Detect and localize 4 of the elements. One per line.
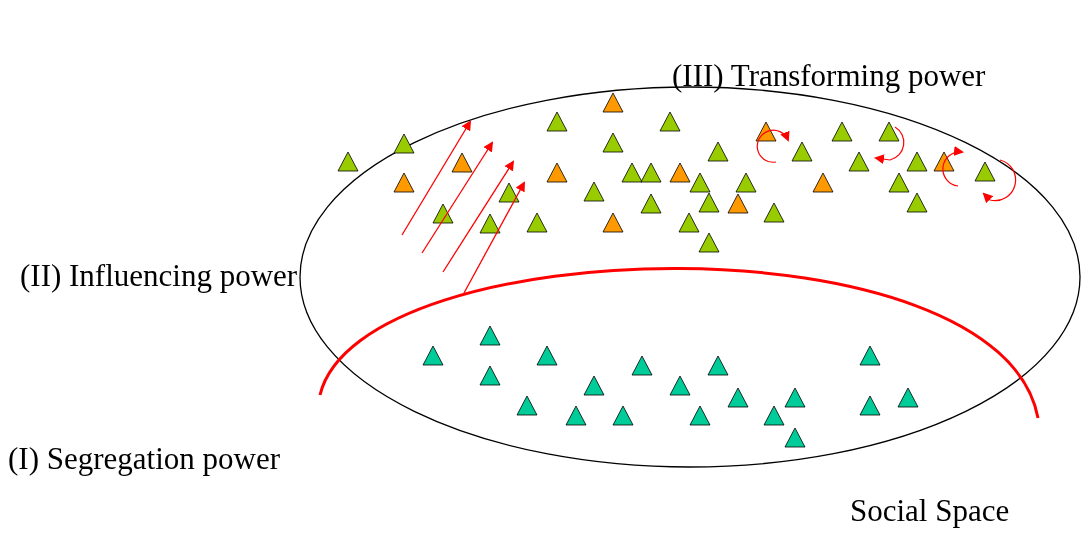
region-label: (I) Segregation power xyxy=(8,443,280,474)
region-label: (II) Influencing power xyxy=(20,260,298,291)
region-label: Social Space xyxy=(850,495,1010,526)
region-label: (III) Transforming power xyxy=(672,60,986,91)
